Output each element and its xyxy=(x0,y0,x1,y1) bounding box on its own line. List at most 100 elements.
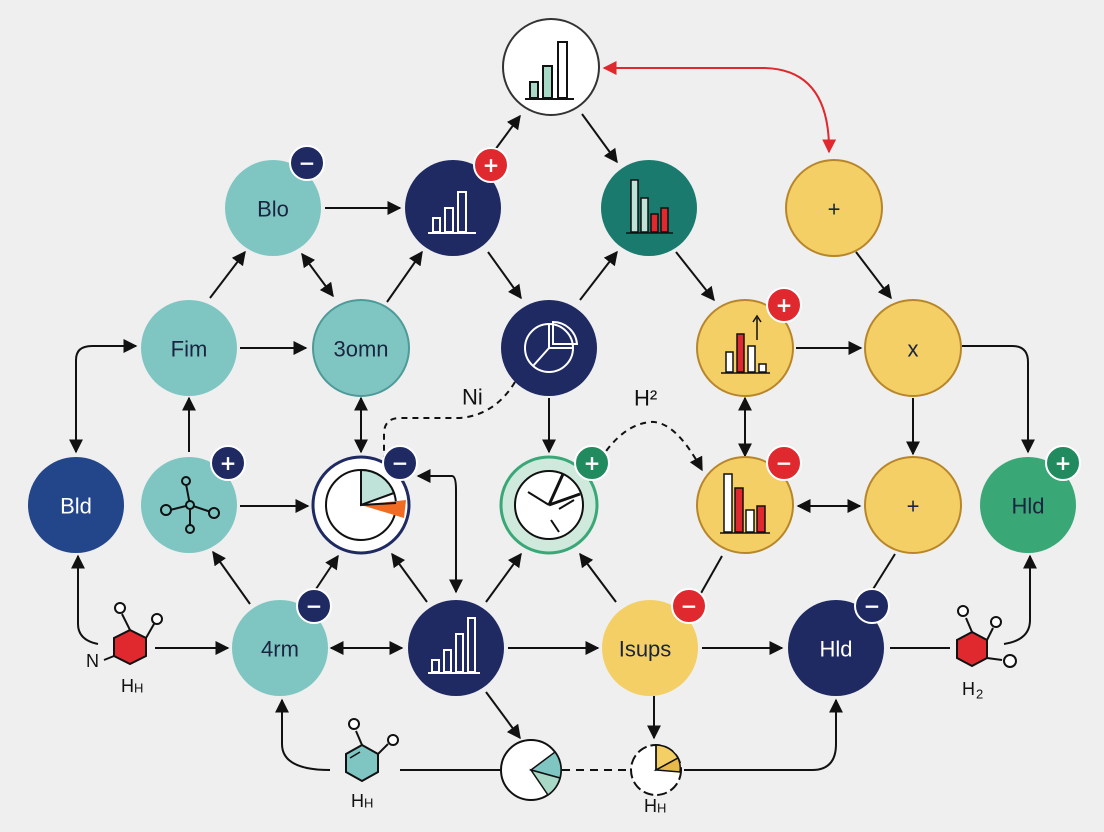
node-network[interactable]: + xyxy=(141,445,246,553)
pie-chart-icon xyxy=(514,470,584,540)
annotation-h2: H² xyxy=(634,386,657,411)
node-top-bar-chart[interactable] xyxy=(502,18,600,116)
badge-sign: + xyxy=(1055,451,1072,475)
node-bar-teal[interactable] xyxy=(601,160,697,256)
edge-pie-white-to-bar-navy-2 xyxy=(416,469,463,594)
edge-bar-navy-2-to-pie-white xyxy=(391,552,428,603)
molecule-left: N H H xyxy=(86,602,163,696)
edge-4rm-to-network xyxy=(212,550,251,605)
badge-minus xyxy=(854,588,890,624)
molecule-atom-label: H xyxy=(657,801,666,816)
node-label: Isups xyxy=(619,637,672,662)
node-bld[interactable]: Bld xyxy=(28,457,124,553)
molecule-atom-label: H xyxy=(351,791,364,811)
badge-minus xyxy=(296,588,332,624)
badge-sign: − xyxy=(306,594,323,618)
node-isups[interactable]: Isups − xyxy=(602,588,707,696)
edge-pie-green-to-bar-yellow-2-dashed xyxy=(599,420,703,472)
node-plus-mid[interactable]: + xyxy=(864,456,962,554)
edge-3omn-to-bar-navy-1 xyxy=(386,250,423,303)
node-label: + xyxy=(907,494,920,519)
node-bar-yellow-2[interactable]: − xyxy=(696,445,802,554)
badge-sign: − xyxy=(299,151,316,175)
molecule-atom-label: H xyxy=(134,681,143,696)
edge-mol-right-to-hld-green xyxy=(1003,554,1037,645)
node-circle xyxy=(864,299,962,397)
edge-layer xyxy=(69,61,1037,771)
pie-chart-icon xyxy=(524,320,579,373)
node-hld-green[interactable]: Hld + xyxy=(980,445,1081,553)
badge-sign: − xyxy=(864,594,881,618)
edge-blo-to-3omn xyxy=(301,252,334,298)
badge-sign: + xyxy=(776,293,793,317)
node-circle xyxy=(864,456,962,554)
edge-mol-left-to-bld xyxy=(71,554,99,645)
molecule-atom-label: H xyxy=(962,679,975,699)
node-3omn[interactable]: 3omn xyxy=(312,299,410,397)
molecule-small-bottom: H H xyxy=(644,796,666,816)
node-pie-navy[interactable] xyxy=(501,300,597,396)
pie-chart-icon xyxy=(325,468,406,541)
node-circle xyxy=(696,299,794,397)
node-pie-green[interactable]: + xyxy=(499,445,610,555)
node-blo[interactable]: Blo − xyxy=(225,145,325,256)
node-circle xyxy=(980,457,1076,553)
annotation-ni: Ni xyxy=(462,385,483,410)
badge-sign: + xyxy=(483,153,500,177)
badge-sign: − xyxy=(776,451,793,475)
edge-bar-navy-2-to-pie-small xyxy=(485,691,521,740)
edge-top-to-bar-teal xyxy=(581,113,618,164)
node-pie-small[interactable] xyxy=(500,739,562,801)
network-icon xyxy=(160,476,220,534)
node-4rm[interactable]: 4rm − xyxy=(232,588,332,696)
node-label: + xyxy=(828,197,841,222)
node-label: Blo xyxy=(257,197,289,222)
edge-mol-bottom-to-4rm xyxy=(275,698,331,771)
badge-sign: + xyxy=(584,451,601,475)
node-bar-navy-2[interactable] xyxy=(408,600,504,696)
badge-sign: + xyxy=(220,451,237,475)
molecule-atom-label: H xyxy=(364,796,373,811)
edge-bar-teal-to-bar-yellow-1 xyxy=(675,251,715,302)
node-bar-navy-1[interactable]: + xyxy=(405,147,509,256)
node-circle xyxy=(141,300,237,396)
node-x[interactable]: x xyxy=(864,299,962,397)
node-circle xyxy=(785,159,883,257)
node-circle xyxy=(232,600,328,696)
node-plus-top[interactable]: + xyxy=(785,159,883,257)
pie-chart-icon xyxy=(529,750,562,797)
edge-bar-navy-2-to-pie-green xyxy=(485,552,522,603)
edge-pie-tiny-to-hld-navy xyxy=(684,698,843,771)
node-circle xyxy=(696,456,794,554)
edge-fim-to-blo xyxy=(209,250,246,299)
edge-plus-mid-to-hld-navy xyxy=(869,553,896,595)
node-circle xyxy=(602,600,698,696)
molecule-right: H 2 xyxy=(956,605,1017,702)
node-circle xyxy=(225,160,321,256)
molecule-atom-label: 2 xyxy=(976,687,983,702)
molecule-atom-label: H xyxy=(121,676,134,696)
badge-minus xyxy=(289,145,325,181)
node-pie-white[interactable]: − xyxy=(311,445,418,555)
badge-plus xyxy=(574,445,610,481)
node-hld-navy[interactable]: Hld − xyxy=(788,588,890,696)
edge-bld-to-fim xyxy=(69,339,138,454)
node-label: Bld xyxy=(60,494,92,519)
badge-sign: − xyxy=(392,451,409,475)
node-fim[interactable]: Fim xyxy=(141,300,237,396)
node-circle xyxy=(601,160,697,256)
badge-minus xyxy=(766,445,802,481)
molecule-atom-label: N xyxy=(86,651,99,671)
node-bar-yellow-1[interactable]: + xyxy=(696,287,802,397)
node-pie-tiny[interactable] xyxy=(630,744,682,796)
edge-plus-top-to-x xyxy=(855,251,892,300)
bar-chart-icon xyxy=(525,41,574,100)
edge-pie-navy-to-bar-teal xyxy=(579,250,618,301)
hexagon-ring xyxy=(345,743,379,783)
node-circle xyxy=(788,600,884,696)
node-label: Hld xyxy=(819,637,852,662)
edge-top-to-plus-top-red xyxy=(602,61,837,154)
node-label: Hld xyxy=(1011,494,1044,519)
